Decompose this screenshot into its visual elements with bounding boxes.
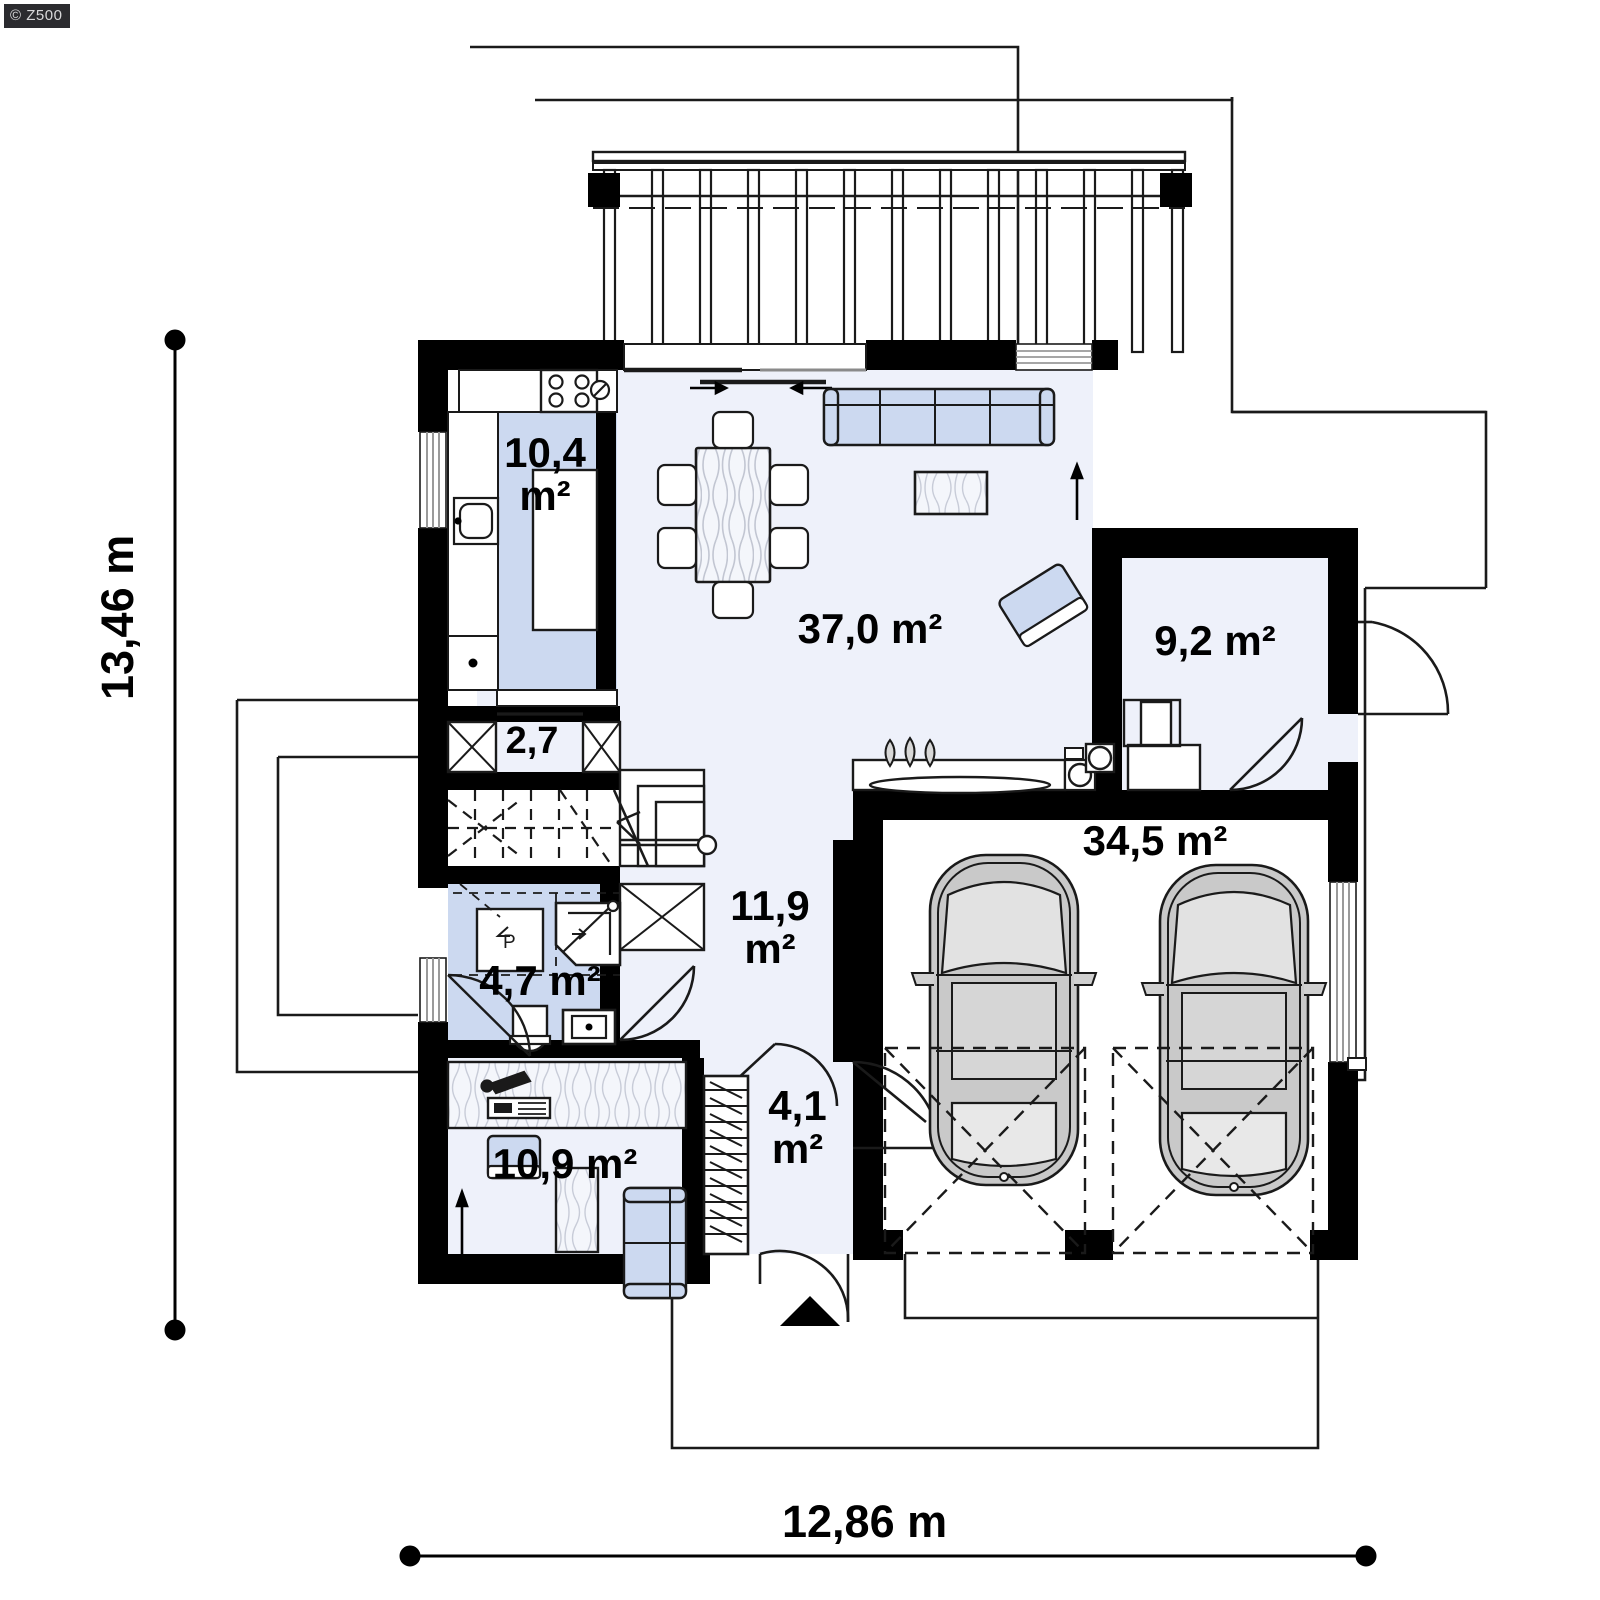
desk-lamp-icon <box>480 1070 532 1095</box>
exterior-door-right[interactable] <box>1358 620 1450 716</box>
garage-contents <box>883 853 1367 1255</box>
bathroom-clearance <box>453 883 620 976</box>
pergola-post-left <box>588 173 620 207</box>
kitchen-sink <box>452 496 500 546</box>
toilet <box>508 1004 552 1053</box>
flow-arrow-right <box>690 380 729 396</box>
desk <box>446 1060 688 1130</box>
sliding-terrace-doors[interactable] <box>623 343 867 385</box>
dining-chairs <box>656 410 810 620</box>
entrance-direction-marker <box>780 1296 840 1326</box>
svg-text:P: P <box>503 932 516 953</box>
bathroom-fixtures: P <box>447 883 622 1057</box>
fireplace <box>851 736 1116 795</box>
watermark-z500: © Z500 <box>4 4 71 28</box>
stair-winders <box>447 789 613 867</box>
keyboard-icon <box>486 1096 552 1120</box>
stair-upper-run <box>618 768 706 868</box>
hall-storage <box>618 882 706 952</box>
car-right <box>1140 863 1328 1197</box>
staircase <box>447 768 718 868</box>
living-rug <box>913 470 989 516</box>
entrance-door[interactable] <box>758 1249 850 1326</box>
vestibule-stair <box>702 1074 750 1256</box>
side-room-monitor <box>1139 700 1173 747</box>
stair-direction-arrow <box>616 810 641 845</box>
washing-machine: P <box>475 907 545 973</box>
windows <box>419 343 1357 1063</box>
office-sofa <box>622 1186 688 1300</box>
flow-arrow-up <box>1070 461 1084 520</box>
pergola <box>588 150 1192 354</box>
bathroom-sink <box>561 1008 617 1046</box>
car-left <box>910 853 1098 1187</box>
kitchen-island <box>531 468 599 632</box>
side-room-furniture <box>1122 698 1202 792</box>
flame-icons <box>884 736 936 768</box>
dimension-label-horizontal: 12,86 m <box>782 1496 948 1547</box>
utility-cabinet <box>1063 742 1116 792</box>
flow-arrow-left <box>789 380 832 396</box>
kitchen-fixtures <box>447 368 618 707</box>
garage-door-left <box>883 1046 1087 1255</box>
cooktop-icon <box>539 368 599 414</box>
office-furniture <box>446 1060 688 1300</box>
shower <box>554 899 622 967</box>
door-side-room-to-garage[interactable] <box>1229 717 1304 792</box>
side-room-cabinet <box>1126 743 1202 792</box>
office-rug <box>554 1166 600 1254</box>
desk-chair <box>486 1134 542 1180</box>
bathroom-door[interactable] <box>447 973 532 1057</box>
sofa <box>822 387 1056 447</box>
dimension-lines <box>164 329 1377 1567</box>
living-room-furniture <box>656 380 1089 648</box>
pergola-post-right <box>1160 173 1192 207</box>
walls <box>418 340 1358 1284</box>
handrail-end <box>696 834 718 856</box>
armchair <box>998 563 1089 648</box>
office-flow-arrow <box>455 1188 469 1254</box>
garage-door-right <box>1111 1046 1315 1255</box>
closet-units <box>446 712 622 774</box>
dining-table <box>694 446 772 584</box>
dimension-label-vertical: 13,46 m <box>92 534 143 700</box>
oven-knob-icon <box>589 379 611 401</box>
